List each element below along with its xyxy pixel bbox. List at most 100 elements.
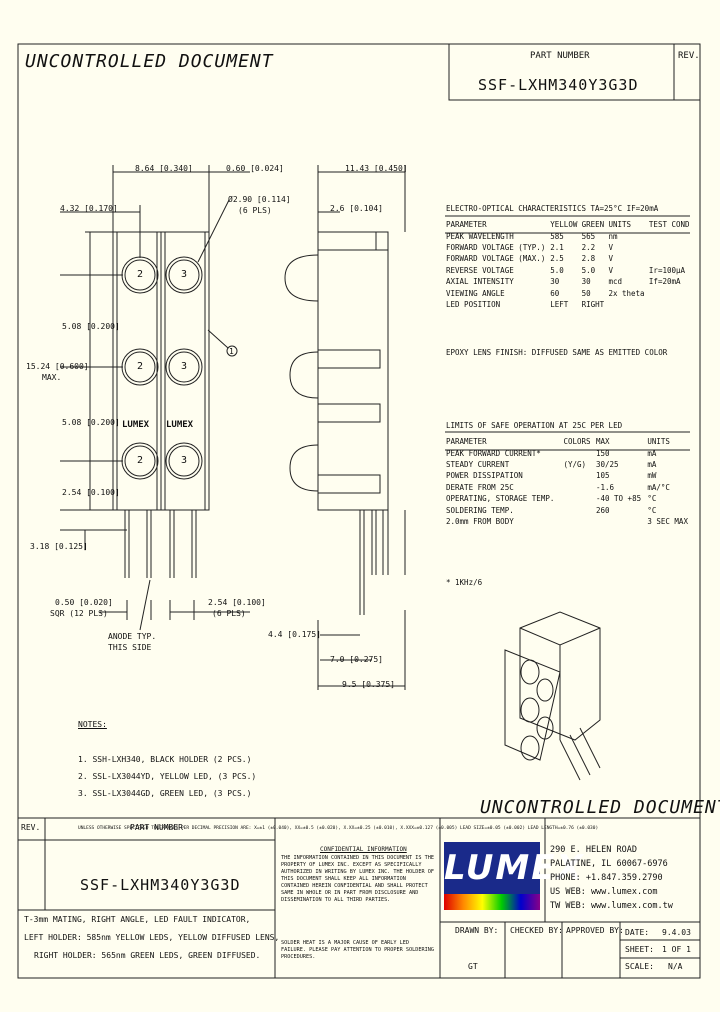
cell: 30 <box>581 277 591 287</box>
cell <box>647 230 692 241</box>
confidential-title: CONFIDENTIAL INFORMATION <box>320 846 407 853</box>
cell: 30/25 <box>595 459 619 469</box>
cell <box>561 482 594 493</box>
cell: 5.0 <box>550 265 564 275</box>
cell: -1.6 <box>595 482 615 492</box>
table-header: UNITS <box>608 220 632 230</box>
cell: VIEWING ANGLE <box>446 288 505 298</box>
cell: V <box>608 242 613 252</box>
sheet-label: SHEET: <box>625 945 654 954</box>
cell: 565 <box>581 231 596 241</box>
table-row: OPERATING, STORAGE TEMP.-40 TO +85°C <box>444 493 692 504</box>
table-row: POWER DISSIPATION 105 mW <box>444 470 692 481</box>
dim-6-pls: (6 PLS) <box>212 609 246 618</box>
address-line: PALATINE, IL 60067-6976 <box>550 859 668 869</box>
cell: POWER DISSIPATION <box>446 471 523 481</box>
table-header: YELLOW <box>550 220 578 230</box>
dim-diameter-pls: (6 PLS) <box>238 206 272 215</box>
address-line: TW WEB: www.lumex.com.tw <box>550 901 673 911</box>
drawn-by-label: DRAWN BY: <box>455 926 499 935</box>
cell: °C <box>647 494 657 504</box>
cell <box>561 504 594 515</box>
holder-lumex-mark: LUMEX <box>166 420 194 430</box>
cell <box>606 299 646 310</box>
cell: AXIAL INTENSITY <box>446 277 514 287</box>
led-label: 3 <box>181 269 188 280</box>
led-label: 2 <box>137 455 144 466</box>
cell <box>594 516 645 527</box>
cell: PEAK FORWARD CURRENT* <box>446 448 541 458</box>
cell: RIGHT <box>581 299 605 309</box>
table-row: AXIAL INTENSITY 30 30 mcd If=20mA <box>444 276 692 287</box>
cell: 105 <box>595 471 610 481</box>
table-header-row: PARAMETER COLORS MAX UNITS <box>444 436 692 447</box>
address-line: PHONE: +1.847.359.2790 <box>550 873 663 883</box>
dim-5-08-b: 5.08 [0.200] <box>62 418 120 427</box>
table-header: UNITS <box>647 437 670 447</box>
table-header: GREEN <box>581 220 605 230</box>
cell: 260 <box>595 505 610 515</box>
table-header: COLORS <box>563 437 591 447</box>
cell: mA <box>647 448 657 458</box>
cell: 50 <box>581 288 591 298</box>
cell: mcd <box>608 277 622 287</box>
approved-by-label: APPROVED BY: <box>566 926 624 935</box>
cell <box>647 299 692 310</box>
table-header: MAX <box>595 437 610 447</box>
callout-1: 1 <box>229 347 234 356</box>
date-value: 9.4.03 <box>662 928 691 937</box>
rev-label: REV. <box>678 51 700 61</box>
dim-2-54: 2.54 [0.100] <box>62 488 120 497</box>
cell: If=20mA <box>648 277 681 287</box>
dim-2-6: 2.6 [0.104] <box>330 204 383 213</box>
dim-sqr: SQR (12 PLS) <box>50 609 108 618</box>
dim-3-18: 3.18 [0.125] <box>30 542 88 551</box>
epoxy-note: EPOXY LENS FINISH: DIFFUSED SAME AS EMIT… <box>446 348 668 357</box>
dim-11-43: 11.43 [0.450] <box>345 164 408 173</box>
cell: mW <box>647 471 657 481</box>
dim-7-0: 7.0 [0.275] <box>330 655 383 664</box>
eo-table: PARAMETER YELLOW GREEN UNITS TEST COND P… <box>444 219 692 310</box>
limits-table: PARAMETER COLORS MAX UNITS PEAK FORWARD … <box>444 436 692 527</box>
anode-label-1: ANODE TYP. <box>108 632 157 641</box>
cell: PEAK WAVELENGTH <box>446 231 514 241</box>
cell: mA <box>647 459 657 469</box>
cell <box>647 253 692 264</box>
cell <box>561 516 594 527</box>
cell: 5.0 <box>581 265 596 275</box>
address-line: 290 E. HELEN ROAD <box>550 845 637 855</box>
limits-footnote: * 1KHz/6 <box>446 578 483 587</box>
cell: Ir=100μA <box>648 265 686 275</box>
led-label: 3 <box>181 361 188 372</box>
cell: V <box>608 265 613 275</box>
cell: 30 <box>550 277 560 287</box>
anode-label-2: THIS SIDE <box>108 643 152 652</box>
cell: LED POSITION <box>446 299 501 309</box>
dim-4-4: 4.4 [0.175] <box>268 630 321 639</box>
tb-desc-line: T-3mm MATING, RIGHT ANGLE, LED FAULT IND… <box>24 915 251 924</box>
dim-2-54-b: 2.54 [0.100] <box>208 598 266 607</box>
cell: (Y/G) <box>563 459 587 469</box>
note-item: 2. SSL-LX3044YD, YELLOW LED, (3 PCS.) <box>78 772 257 781</box>
cell <box>561 470 594 481</box>
address-line: US WEB: www.lumex.com <box>550 887 658 897</box>
sheet-value: 1 OF 1 <box>662 945 691 954</box>
cell: 3 SEC MAX <box>647 516 688 526</box>
tb-desc-line: RIGHT HOLDER: 565nm GREEN LEDS, GREEN DI… <box>34 951 261 960</box>
scale-label: SCALE: <box>625 962 654 971</box>
table-row: SOLDERING TEMP.260°C <box>444 504 692 515</box>
cell: 585 <box>550 231 564 241</box>
cell: SOLDERING TEMP. <box>446 505 514 515</box>
part-number-header: SSF-LXHM340Y3G3D <box>478 76 639 94</box>
cell: LEFT <box>550 299 569 309</box>
dim-15-24: 15.24 [0.600] <box>26 362 89 371</box>
eo-title: ELECTRO-OPTICAL CHARACTERISTICS TA=25°C … <box>446 204 659 213</box>
